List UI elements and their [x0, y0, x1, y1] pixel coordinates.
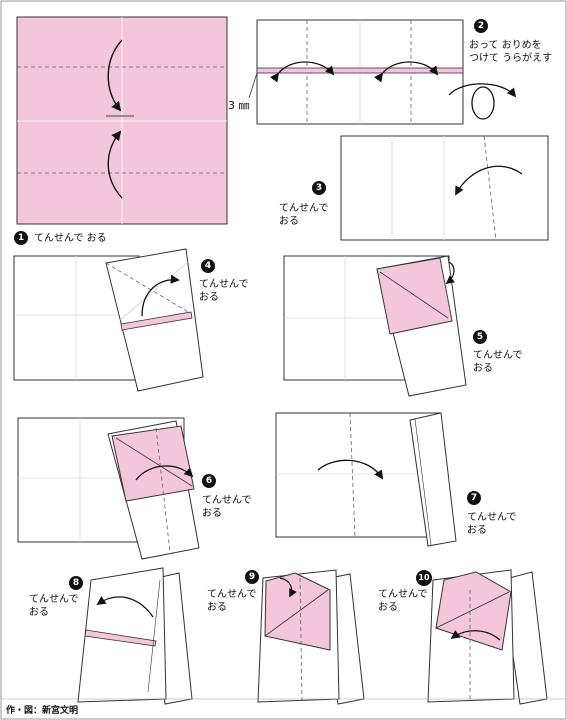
step-2-instruction-line1: おって おりめを — [469, 40, 542, 51]
step-9-instruction-line1: てんせんで — [207, 589, 257, 600]
step-3-instruction-line2: おる — [279, 216, 299, 227]
step-number-10: 10 — [416, 570, 432, 586]
step-number-5: 5 — [473, 330, 487, 344]
step-6-instruction-line2: おる — [202, 508, 222, 519]
step4-diagram — [13, 248, 204, 392]
step2-diagram — [248, 19, 517, 125]
pink-margin-strip — [256, 67, 464, 74]
step-5-instruction-line1: てんせんで — [473, 350, 523, 361]
step-8-instruction-line2: おる — [29, 607, 49, 618]
step10-diagram — [427, 569, 548, 705]
step3-diagram — [340, 135, 549, 241]
strip-paper — [340, 135, 549, 241]
turn-over-arrow — [448, 83, 517, 98]
step6-diagram — [17, 417, 200, 560]
step-5-instruction-line2: おる — [473, 363, 493, 374]
fold-arrow — [279, 577, 297, 598]
fold-arrow — [450, 630, 501, 641]
step5-diagram — [283, 255, 467, 397]
step-7-instruction-line1: てんせんで — [467, 512, 517, 523]
step-6-instruction-line1: てんせんで — [202, 495, 252, 506]
step-number-1: 1 — [14, 231, 28, 245]
fold-arrow — [317, 459, 383, 480]
margin-measurement-label: 3 ㎜ — [228, 99, 250, 112]
fold-down-arrow — [107, 39, 123, 112]
fold-arrow — [96, 596, 154, 618]
fold-arrow — [445, 261, 455, 285]
author-credit: 作・図：新宮文明 — [6, 706, 79, 716]
step-number-6: 6 — [202, 474, 216, 488]
pink-flap — [111, 425, 195, 502]
side-flap — [409, 412, 457, 547]
step-2-instruction-line2: つけて うらがえす — [469, 53, 553, 64]
turn-over-loop — [471, 86, 495, 120]
step-number-2: 2 — [474, 19, 488, 33]
step-7-instruction-line2: おる — [467, 525, 487, 536]
step-3-instruction-line1: てんせんで — [279, 203, 329, 214]
step-10-instruction-line1: てんせんで — [378, 589, 428, 600]
step-4-instruction-line1: てんせんで — [199, 279, 249, 290]
step-number-8: 8 — [69, 576, 83, 590]
pink-flap — [264, 572, 331, 651]
step-number-3: 3 — [312, 181, 326, 195]
step-10-instruction-line2: おる — [378, 602, 398, 613]
step-1-instruction: てんせんで おる — [34, 233, 107, 244]
fold-arrow — [455, 165, 523, 196]
pink-triangle-flap — [376, 257, 453, 335]
step1-diagram — [16, 16, 228, 225]
step-number-9: 9 — [245, 570, 259, 584]
step-9-instruction-line2: おる — [207, 602, 227, 613]
step-8-instruction-line1: てんせんで — [29, 594, 79, 605]
step8-diagram — [77, 567, 193, 705]
step7-diagram — [275, 412, 457, 547]
step-4-instruction-line2: おる — [199, 292, 219, 303]
step-number-7: 7 — [467, 491, 481, 505]
step-number-4: 4 — [201, 259, 215, 273]
fold-arrow — [135, 465, 194, 481]
fold-arrow — [141, 274, 180, 317]
crease-arrow-left — [269, 61, 335, 83]
valley-fold-line — [483, 135, 497, 241]
fold-up-arrow — [107, 130, 123, 199]
step9-diagram — [257, 569, 365, 705]
crease-arrow-right — [373, 61, 439, 83]
